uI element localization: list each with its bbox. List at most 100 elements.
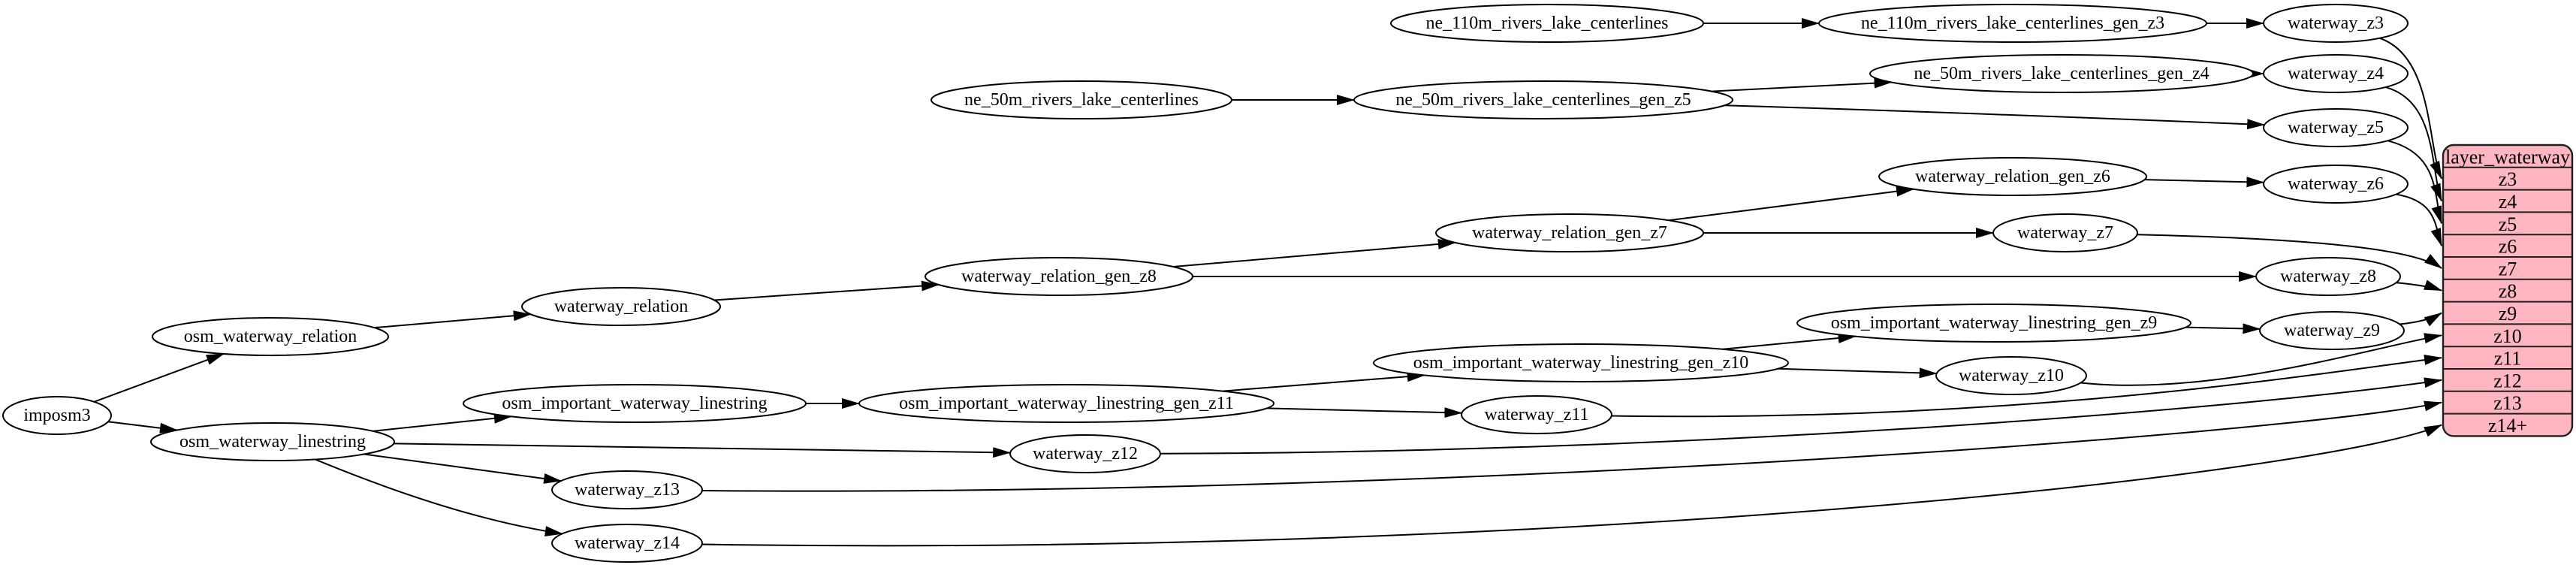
- node-osm_important_waterway_linestring: osm_important_waterway_linestring: [463, 384, 807, 423]
- node-label-waterway_z12: waterway_z12: [1033, 444, 1138, 464]
- table-row-z11: z11: [2494, 348, 2522, 370]
- edge-waterway_z3-to-z3: [2379, 37, 2442, 180]
- node-ne_50m_rivers_lake_centerlines_gen_z5: ne_50m_rivers_lake_centerlines_gen_z5: [1353, 80, 1733, 119]
- node-waterway_z8: waterway_z8: [2255, 257, 2401, 296]
- node-shape-osm_important_waterway_linestring_gen_z11: [858, 384, 1274, 423]
- table-frame: [2442, 144, 2574, 437]
- node-osm_waterway_linestring: osm_waterway_linestring: [150, 422, 395, 461]
- edge-waterway_z5-to-z5: [2387, 140, 2442, 225]
- node-imposm3: imposm3: [2, 396, 112, 435]
- node-label-osm_waterway_linestring: osm_waterway_linestring: [179, 432, 366, 452]
- nodes: imposm3 osm_waterway_relation osm_waterway…: [2, 4, 2409, 563]
- node-shape-ne_50m_rivers_lake_centerlines_gen_z5: [1353, 80, 1733, 119]
- table-row-z8: z8: [2499, 280, 2517, 302]
- node-label-waterway_z9: waterway_z9: [2284, 321, 2380, 340]
- edge-imposm3-to-osm_waterway_linestring: [107, 421, 178, 434]
- node-shape-ne_50m_rivers_lake_centerlines: [931, 80, 1232, 119]
- edge-osm_waterway_linestring-to-waterway_z12: [394, 443, 1012, 458]
- node-osm_important_waterway_linestring_gen_z9: osm_important_waterway_linestring_gen_z9: [1796, 304, 2191, 343]
- node-shape-waterway_z13: [551, 470, 703, 509]
- edge-waterway_z13-to-z13: [701, 400, 2442, 492]
- node-osm_waterway_relation: osm_waterway_relation: [152, 317, 389, 356]
- edge-osm_important_waterway_linestring_gen_z11-to-osm_important_waterway_linestring_gen_z10: [1223, 371, 1425, 392]
- node-label-ne_110m_rivers_lake_centerlines_gen_z3: ne_110m_rivers_lake_centerlines_gen_z3: [1861, 14, 2164, 33]
- edge-imposm3-to-osm_waterway_relation: [93, 353, 225, 403]
- node-label-osm_important_waterway_linestring: osm_important_waterway_linestring: [502, 394, 767, 413]
- edge-osm_waterway_linestring-to-osm_important_waterway_linestring: [373, 412, 512, 432]
- node-shape-waterway_z6: [2263, 165, 2409, 204]
- table-row-z3: z3: [2499, 168, 2517, 190]
- node-shape-osm_waterway_relation: [152, 317, 389, 356]
- node-shape-osm_important_waterway_linestring: [463, 384, 807, 423]
- node-shape-waterway_z3: [2263, 4, 2409, 43]
- edge-osm_important_waterway_linestring_gen_z11-to-waterway_z11: [1266, 407, 1463, 418]
- node-label-osm_important_waterway_linestring_gen_z10: osm_important_waterway_linestring_gen_z1…: [1413, 353, 1749, 373]
- edge-waterway_z12-to-z12: [1160, 377, 2442, 455]
- node-label-osm_waterway_relation: osm_waterway_relation: [184, 327, 357, 346]
- node-shape-waterway_relation: [521, 287, 721, 326]
- node-label-waterway_z11: waterway_z11: [1484, 405, 1588, 425]
- node-ne_50m_rivers_lake_centerlines_gen_z4: ne_50m_rivers_lake_centerlines_gen_z4: [1869, 54, 2254, 93]
- node-shape-waterway_relation_gen_z7: [1435, 213, 1704, 252]
- node-shape-osm_waterway_linestring: [150, 422, 395, 461]
- node-waterway_z10: waterway_z10: [1935, 356, 2087, 395]
- edge-osm_important_waterway_linestring_gen_z9-to-waterway_z9: [2185, 323, 2261, 334]
- node-label-waterway_relation_gen_z8: waterway_relation_gen_z8: [961, 267, 1157, 286]
- node-label-imposm3: imposm3: [23, 406, 90, 425]
- node-shape-osm_important_waterway_linestring_gen_z10: [1373, 343, 1789, 382]
- table-row-z12: z12: [2493, 370, 2522, 391]
- edge-waterway_z11-to-z11: [1611, 355, 2442, 418]
- node-shape-waterway_z7: [1992, 213, 2138, 252]
- node-ne_110m_rivers_lake_centerlines: ne_110m_rivers_lake_centerlines: [1390, 4, 1704, 43]
- node-waterway_z6: waterway_z6: [2263, 165, 2409, 204]
- node-waterway_z9: waterway_z9: [2259, 311, 2405, 350]
- edge-waterway_z7-to-z7: [2137, 234, 2442, 269]
- edge-waterway_z6-to-z6: [2396, 193, 2442, 247]
- node-shape-waterway_z4: [2263, 54, 2409, 93]
- node-shape-waterway_z12: [1009, 434, 1161, 473]
- table-row-z14+: z14+: [2488, 415, 2527, 437]
- edge-osm_important_waterway_linestring_gen_z10-to-waterway_z10: [1778, 367, 1938, 379]
- node-shape-waterway_relation_gen_z8: [925, 257, 1193, 296]
- node-shape-ne_50m_rivers_lake_centerlines_gen_z4: [1869, 54, 2254, 93]
- table-layer_waterway: layer_waterwayz3z4z5z6z7z8z9z10z11z12z13…: [2442, 144, 2574, 437]
- table-title: layer_waterway: [2445, 146, 2570, 168]
- node-osm_important_waterway_linestring_gen_z11: osm_important_waterway_linestring_gen_z1…: [858, 384, 1274, 423]
- node-label-ne_110m_rivers_lake_centerlines: ne_110m_rivers_lake_centerlines: [1426, 14, 1669, 33]
- edge-waterway_z4-to-z4: [2385, 86, 2442, 202]
- table-row-z10: z10: [2493, 325, 2522, 347]
- node-waterway_z12: waterway_z12: [1009, 434, 1161, 473]
- node-waterway_z11: waterway_z11: [1461, 395, 1612, 434]
- node-shape-ne_110m_rivers_lake_centerlines_gen_z3: [1818, 4, 2207, 43]
- node-waterway_z3: waterway_z3: [2263, 4, 2409, 43]
- node-label-waterway_z7: waterway_z7: [2017, 223, 2113, 243]
- node-label-ne_50m_rivers_lake_centerlines_gen_z5: ne_50m_rivers_lake_centerlines_gen_z5: [1395, 90, 1691, 110]
- node-waterway_z7: waterway_z7: [1992, 213, 2138, 252]
- node-label-waterway_z13: waterway_z13: [575, 480, 680, 500]
- table-row-z13: z13: [2493, 392, 2522, 414]
- node-waterway_z4: waterway_z4: [2263, 54, 2409, 93]
- edge-waterway_relation-to-waterway_relation_gen_z8: [714, 280, 940, 301]
- edge-osm_waterway_linestring-to-waterway_z13: [363, 453, 563, 484]
- node-label-waterway_relation: waterway_relation: [554, 297, 689, 316]
- node-shape-imposm3: [2, 396, 112, 435]
- node-shape-waterway_z9: [2259, 311, 2405, 350]
- node-shape-osm_important_waterway_linestring_gen_z9: [1796, 304, 2191, 343]
- node-waterway_z5: waterway_z5: [2263, 108, 2409, 147]
- node-shape-waterway_z14: [551, 524, 703, 563]
- node-waterway_z13: waterway_z13: [551, 470, 703, 509]
- table-row-z5: z5: [2499, 213, 2517, 235]
- edge-ne_50m_rivers_lake_centerlines_gen_z5-to-waterway_z5: [1724, 104, 2266, 130]
- node-label-osm_important_waterway_linestring_gen_z9: osm_important_waterway_linestring_gen_z9: [1831, 313, 2158, 333]
- node-label-waterway_z8: waterway_z8: [2280, 267, 2376, 286]
- edge-osm_waterway_relation-to-waterway_relation: [374, 310, 532, 329]
- node-waterway_relation: waterway_relation: [521, 287, 721, 326]
- edge-waterway_relation_gen_z6-to-waterway_z6: [2144, 177, 2265, 188]
- node-label-waterway_z5: waterway_z5: [2288, 118, 2384, 137]
- node-shape-waterway_z11: [1461, 395, 1612, 434]
- node-label-ne_50m_rivers_lake_centerlines: ne_50m_rivers_lake_centerlines: [964, 90, 1199, 110]
- table-row-z9: z9: [2499, 303, 2517, 325]
- node-label-waterway_relation_gen_z7: waterway_relation_gen_z7: [1472, 223, 1667, 243]
- node-label-waterway_z6: waterway_z6: [2288, 174, 2384, 194]
